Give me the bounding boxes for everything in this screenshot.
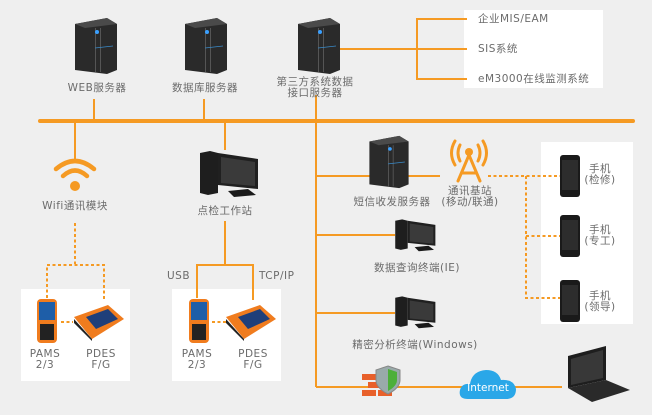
sms-server-icon [369, 135, 409, 189]
wifi-module-label: Wifi通讯模块 [42, 200, 108, 212]
phone-icon [560, 155, 580, 197]
web-server-label: WEB服务器 [67, 82, 127, 94]
db-server-icon [185, 18, 227, 74]
phone-label-line2: (专工) [584, 235, 616, 247]
pdes-label-line2: F/G [91, 359, 111, 371]
workstation-icon [200, 151, 258, 197]
third-party-server-icon [298, 18, 340, 74]
phone-icon [560, 215, 580, 257]
query-terminal-label: 数据查询终端(IE) [374, 262, 460, 274]
laptop-icon [568, 346, 630, 402]
workstation-label: 点检工作站 [197, 205, 253, 217]
pams-label-line2: 2/3 [187, 359, 207, 371]
phone-icon [560, 280, 580, 322]
phone-label-line1: 手机 [589, 163, 611, 175]
external-system-mis: 企业MIS/EAM [478, 13, 549, 25]
pdes-device-icon [226, 305, 276, 341]
base-station-icon [450, 139, 488, 183]
pams-label-line1: PAMS [29, 348, 61, 360]
firewall-icon [362, 365, 401, 396]
external-system-sis: SIS系统 [478, 43, 518, 55]
phone-label-line2: (领导) [584, 301, 616, 313]
internet-cloud-icon [459, 370, 516, 399]
phone-label-line2: (检修) [584, 174, 616, 186]
analysis-terminal-label: 精密分析终端(Windows) [352, 339, 478, 351]
db-server-label: 数据库服务器 [172, 82, 238, 94]
analysis-terminal-icon [395, 296, 436, 329]
external-system-em3000: eM3000在线监测系统 [478, 73, 590, 85]
base-station-label-line1: 通讯基站 [448, 185, 492, 197]
phones-box [541, 142, 633, 324]
phone-label-line1: 手机 [589, 224, 611, 236]
pdes-label-line2: F/G [243, 359, 263, 371]
base-station-label-line2: (移动/联通) [441, 196, 499, 208]
usb-label: USB [167, 270, 191, 282]
query-terminal-icon [395, 219, 436, 252]
pdes-label-line1: PDES [86, 348, 116, 360]
sms-server-label: 短信收发服务器 [353, 196, 431, 208]
pdes-device-icon [74, 305, 124, 341]
phone-label-line1: 手机 [589, 290, 611, 302]
pams-device-icon [37, 299, 57, 343]
pams-label-line1: PAMS [181, 348, 213, 360]
third-party-server-label-line2: 接口服务器 [287, 87, 343, 99]
tcpip-label: TCP/IP [259, 270, 295, 282]
external-systems-box [464, 10, 603, 88]
wifi-icon [53, 158, 97, 191]
pams-device-icon [189, 299, 209, 343]
third-party-server-label-line1: 第三方系统数据 [276, 76, 354, 88]
web-server-icon [75, 18, 117, 74]
pdes-label-line1: PDES [238, 348, 268, 360]
internet-label: Internet [467, 382, 509, 394]
pams-label-line2: 2/3 [35, 359, 55, 371]
